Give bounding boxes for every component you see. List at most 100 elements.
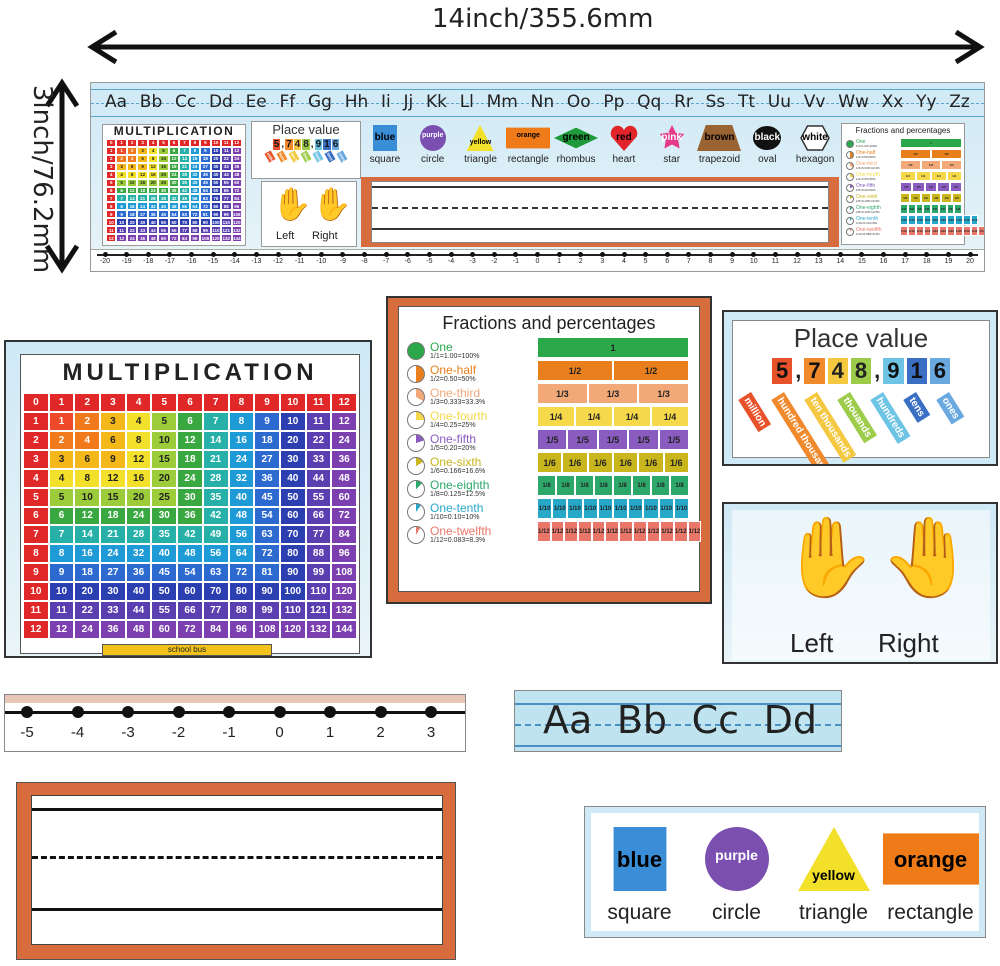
shape-triangle-icon: yellow <box>465 125 495 151</box>
fraction-bar-segment: 1/6 <box>587 452 613 473</box>
fraction-sub: 1/1=1.00=100% <box>430 353 480 360</box>
fraction-bar-segment: 1/8 <box>670 475 689 496</box>
fraction-bar-segment: 1/10 <box>582 498 598 519</box>
mult-cell: 72 <box>168 234 180 242</box>
mult-cell: 48 <box>125 620 152 639</box>
mult-cell: 48 <box>168 202 180 211</box>
fraction-bar-segment: 1/3 <box>900 160 921 170</box>
fraction-bar-segment: 1/12 <box>578 521 592 542</box>
number-line-tick <box>405 251 411 257</box>
mult-cell: 88 <box>221 202 232 211</box>
shape-name: circle <box>711 901 761 924</box>
mult-cell: 6 <box>48 506 75 526</box>
number-line-label: 8 <box>708 258 713 265</box>
mult-cell: 40 <box>279 468 306 488</box>
mult-cell: 11 <box>221 146 232 155</box>
number-line-tick <box>426 251 432 257</box>
mult-cell: 99 <box>305 563 332 583</box>
mult-cell: 72 <box>231 186 242 195</box>
mult-cell: 14 <box>126 194 138 203</box>
letter-pair: Hh <box>344 92 369 112</box>
place-value-label: hundreds <box>312 150 324 163</box>
fraction-pie-icon <box>407 387 425 406</box>
mult-cell: 55 <box>305 487 332 507</box>
mult-cell: 99 <box>200 226 211 235</box>
writing-area-card <box>16 782 456 960</box>
mult-cell: 66 <box>305 506 332 526</box>
fraction-bar-segment: 1/5 <box>537 429 568 450</box>
number-line-label: 11 <box>771 258 780 265</box>
left-hand-icon: ✋ <box>272 186 312 222</box>
letter-pair: Jj <box>403 92 414 112</box>
mult-cell: 110 <box>279 601 306 621</box>
number-line-tick <box>340 251 346 257</box>
mult-cell: 10 <box>74 487 101 507</box>
mult-cell: 8 <box>116 202 127 211</box>
number-line-label: -19 <box>121 258 132 265</box>
mult-cell: 2 <box>23 430 49 450</box>
mult-cell: 44 <box>125 601 152 621</box>
mult-cell: 24 <box>177 468 203 488</box>
number-line-tick <box>816 251 822 257</box>
mult-cell: 40 <box>210 170 222 179</box>
fraction-sub: 1/8=0.125=12.5% <box>856 209 880 214</box>
number-line-label: 15 <box>857 258 866 265</box>
mult-cell: 2 <box>74 411 101 431</box>
fraction-bar-segment: 1/8 <box>537 475 556 496</box>
mult-cell: 11 <box>305 411 332 431</box>
mult-cell: 36 <box>254 468 280 488</box>
number-line-label: 1 <box>557 258 562 265</box>
fraction-bar-segment: 1/12 <box>632 521 647 542</box>
place-value-label: million <box>264 150 276 163</box>
mult-cell: 36 <box>137 234 148 242</box>
mult-cell: 48 <box>147 234 159 242</box>
mult-cell: 80 <box>279 544 306 564</box>
mult-cell: 54 <box>177 563 203 583</box>
fraction-bar-segment: 1/12 <box>931 226 940 236</box>
mult-cell: 42 <box>177 525 203 545</box>
place-value-label: thouands <box>300 150 312 163</box>
number-line-tick <box>513 251 519 257</box>
number-line-tick <box>448 251 454 257</box>
number-line-tick <box>859 251 865 257</box>
mult-cell: 0 <box>23 393 49 412</box>
fraction-bar-segment: 1/12 <box>537 521 551 542</box>
mult-cell: 15 <box>158 162 169 171</box>
fraction-bar-segment: 1/4 <box>946 171 962 181</box>
mult-cell: 10 <box>116 218 127 227</box>
mult-cell: 48 <box>189 186 201 195</box>
mult-cell: 6 <box>177 411 203 431</box>
mult-cell: 3 <box>48 449 75 469</box>
number-line-tick <box>122 706 134 718</box>
mult-cell: 30 <box>168 178 180 187</box>
number-line-tick <box>145 251 151 257</box>
number-line-tick <box>425 706 437 718</box>
fraction-bar-segment: 1/10 <box>673 498 690 519</box>
mult-cell: 5 <box>106 178 117 187</box>
fraction-bar-segment: 1/4 <box>900 171 916 181</box>
number-line-label: -1 <box>222 724 236 741</box>
mult-cell: 10 <box>48 582 75 602</box>
mult-cell: 60 <box>151 620 178 639</box>
hands-left-label: Left <box>790 628 834 658</box>
mult-cell: 36 <box>147 210 159 219</box>
fraction-bar-segment: 1/10 <box>658 498 674 519</box>
mult-cell: 22 <box>305 430 332 450</box>
number-line-label: -17 <box>164 258 175 265</box>
mult-cell: 9 <box>23 563 49 583</box>
shape-square-icon: blue <box>370 125 400 151</box>
fraction-bar-segment: 1/6 <box>951 193 962 203</box>
shape-word: blue <box>374 132 396 143</box>
mult-cell: 27 <box>254 449 280 469</box>
